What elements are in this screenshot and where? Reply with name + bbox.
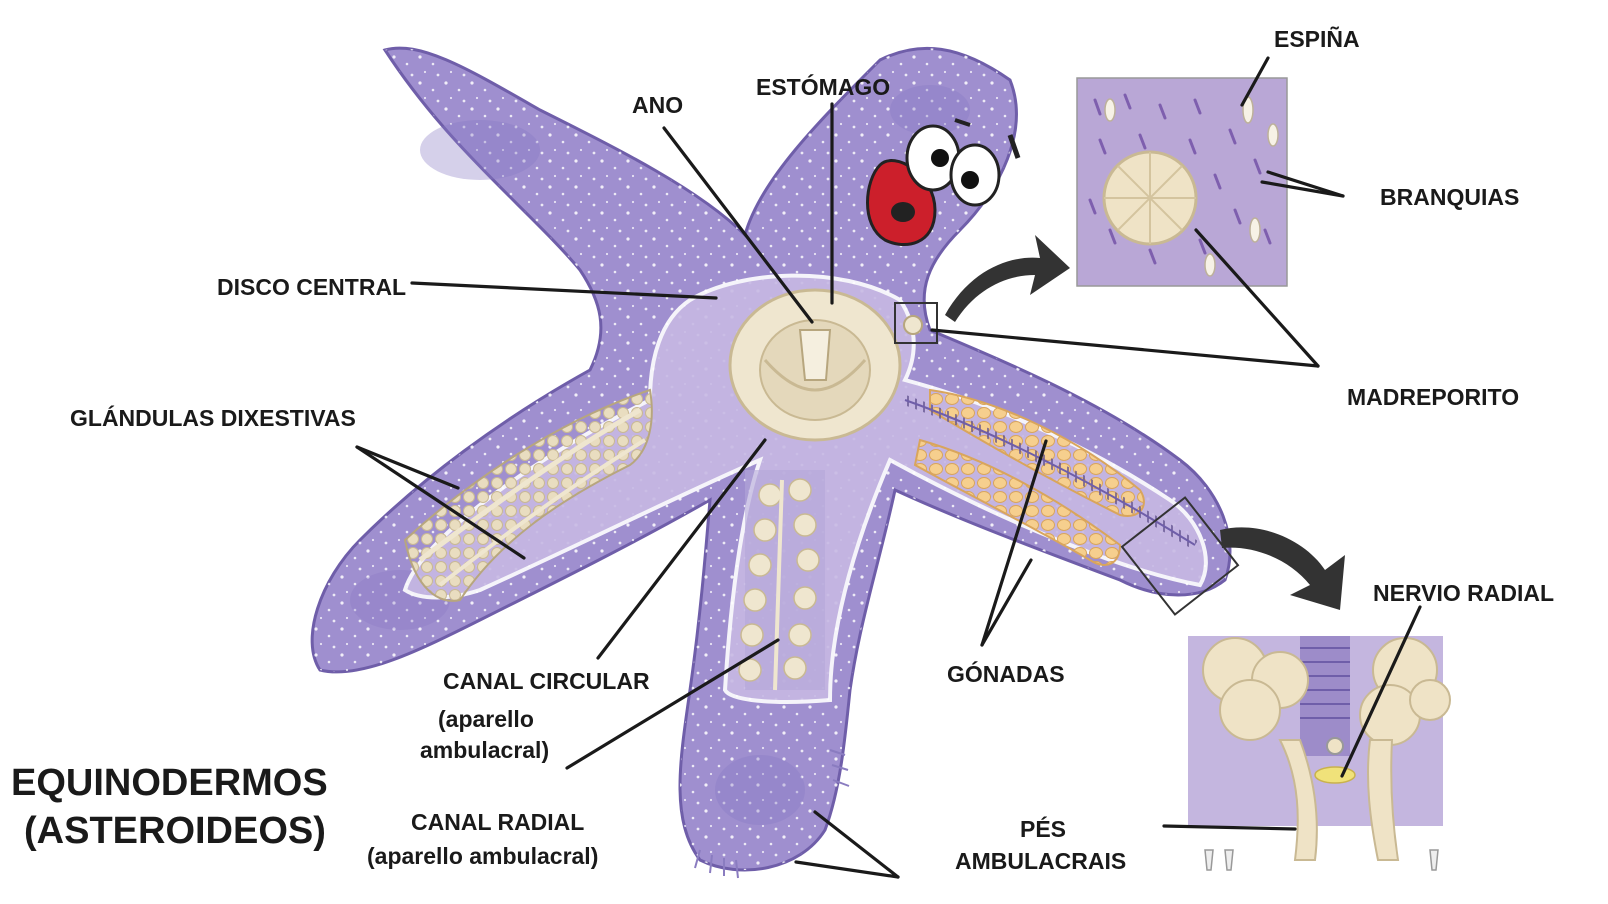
label-madreporito: MADREPORITO	[1347, 384, 1519, 410]
label-estomago: ESTÓMAGO	[756, 73, 890, 100]
label-pes-line1: PÉS	[1020, 815, 1066, 842]
label-gonadas: GÓNADAS	[947, 660, 1065, 687]
label-canal-radial-sub: (aparello ambulacral)	[367, 843, 598, 869]
cross-section-inset	[1188, 636, 1450, 870]
stomach	[730, 290, 900, 440]
label-canal-radial: CANAL RADIAL	[411, 809, 584, 835]
label-ano: ANO	[632, 92, 683, 118]
title-line1: EQUINODERMOS	[11, 762, 328, 804]
label-canal-circular-sub2: ambulacral)	[420, 737, 549, 763]
diagram-title: EQUINODERMOS (ASTEROIDEOS)	[11, 762, 328, 852]
label-canal-circular: CANAL CIRCULAR	[443, 668, 650, 694]
label-canal-circular-sub1: (aparello	[438, 706, 534, 732]
label-disco-central: DISCO CENTRAL	[217, 274, 406, 300]
title-line2: (ASTEROIDEOS)	[24, 810, 326, 852]
label-nervio-radial: NERVIO RADIAL	[1373, 580, 1554, 606]
label-espina: ESPIÑA	[1274, 25, 1360, 52]
label-pes-line2: AMBULACRAIS	[955, 848, 1126, 874]
label-glandulas: GLÁNDULAS DIXESTIVAS	[70, 404, 356, 431]
surface-inset	[1077, 78, 1287, 286]
label-branquias: BRANQUIAS	[1380, 184, 1519, 210]
